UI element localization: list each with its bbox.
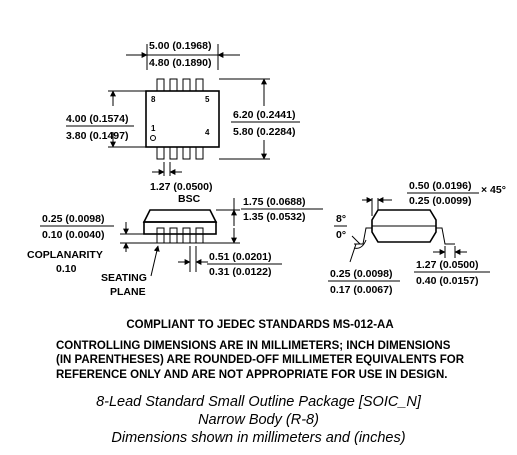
chamfer-min-label: 0.25 (0.0099) <box>409 195 471 207</box>
side-leads <box>156 227 204 244</box>
end-view: 0.50 (0.0196) 0.25 (0.0099) × 45° 8° 0° … <box>328 180 506 296</box>
thickness-max-label: 0.25 (0.0098) <box>330 268 392 280</box>
length-min-label: 4.80 (0.1890) <box>149 57 211 69</box>
chamfer-angle-label: × 45° <box>481 184 506 196</box>
height-min-label: 1.35 (0.0532) <box>243 211 305 223</box>
pin-8-label: 8 <box>151 95 156 104</box>
lead-width-min-label: 0.31 (0.0122) <box>209 266 271 278</box>
controlling-dimensions-note-line3: REFERENCE ONLY AND ARE NOT APPROPRIATE F… <box>56 368 448 381</box>
end-body <box>371 209 437 243</box>
package-drawing: 5.00 (0.1968) 4.80 (0.1890) 8 5 1 4 4.00… <box>27 40 506 298</box>
lead-width-max-label: 0.51 (0.0201) <box>209 251 271 263</box>
coplanarity-label: COPLANARITY <box>27 249 103 261</box>
chamfer-max-label: 0.50 (0.0196) <box>409 180 471 192</box>
angle-min-label: 0° <box>336 229 346 241</box>
caption-title: 8-Lead Standard Small Outline Package [S… <box>96 394 421 410</box>
foot-max-label: 1.27 (0.0500) <box>416 259 478 271</box>
controlling-dimensions-note-line1: CONTROLLING DIMENSIONS ARE IN MILLIMETER… <box>56 339 451 352</box>
angle-max-label: 8° <box>336 213 346 225</box>
span-max-label: 6.20 (0.2441) <box>233 109 295 121</box>
jedec-note: COMPLIANT TO JEDEC STANDARDS MS-012-AA <box>126 319 394 331</box>
pin-5-label: 5 <box>205 95 210 104</box>
width-min-label: 3.80 (0.1497) <box>66 130 128 142</box>
caption-units: Dimensions shown in millimeters and (inc… <box>111 430 406 446</box>
side-view: 1.75 (0.0688) 1.35 (0.0532) 0.25 (0.0098… <box>27 196 323 298</box>
seating-plane-line2: PLANE <box>110 286 146 298</box>
controlling-dimensions-note-line2: (IN PARENTHESES) ARE ROUNDED-OFF MILLIME… <box>56 354 465 366</box>
pin-4-label: 4 <box>205 128 210 137</box>
top-leads <box>156 78 204 92</box>
seating-plane-line1: SEATING <box>101 272 147 284</box>
side-body-lower <box>143 221 217 235</box>
pitch-bsc-label: BSC <box>178 193 201 205</box>
width-max-label: 4.00 (0.1574) <box>66 113 128 125</box>
caption-subtitle: Narrow Body (R-8) <box>198 412 319 428</box>
foot-min-label: 0.40 (0.0157) <box>416 275 478 287</box>
notes-block: COMPLIANT TO JEDEC STANDARDS MS-012-AA C… <box>40 318 480 382</box>
coplanarity-value: 0.10 <box>56 263 77 275</box>
end-lead-left <box>354 227 372 245</box>
pin-1-label: 1 <box>151 124 156 133</box>
span-min-label: 5.80 (0.2284) <box>233 126 295 138</box>
pin-1-marker <box>150 135 156 141</box>
standoff-max-label: 0.25 (0.0098) <box>42 213 104 225</box>
standoff-min-label: 0.10 (0.0040) <box>42 229 104 241</box>
top-view: 5.00 (0.1968) 4.80 (0.1890) 8 5 1 4 4.00… <box>66 40 300 205</box>
pitch-label: 1.27 (0.0500) <box>150 181 212 193</box>
height-max-label: 1.75 (0.0688) <box>243 196 305 208</box>
side-body-upper <box>142 209 218 223</box>
length-max-label: 5.00 (0.1968) <box>149 40 211 52</box>
bottom-leads <box>156 146 204 160</box>
end-lead-right <box>436 227 455 245</box>
thickness-min-label: 0.17 (0.0067) <box>330 284 392 296</box>
